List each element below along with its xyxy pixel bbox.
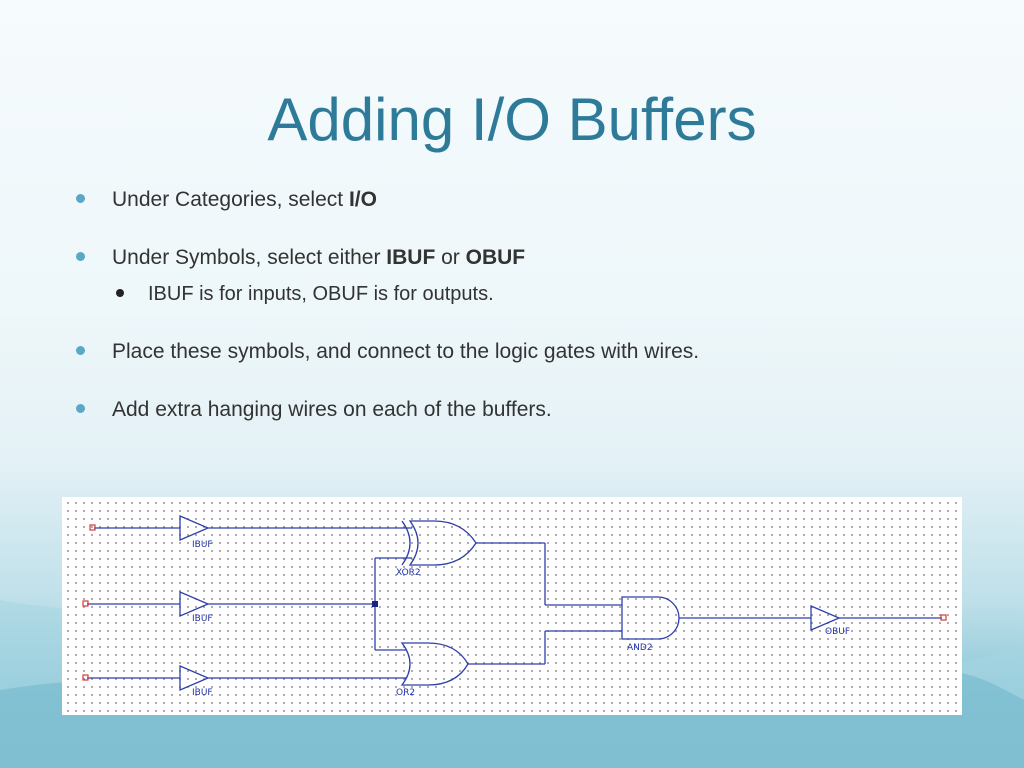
sub-bullet-dot-icon: [116, 289, 124, 297]
sub-bullet-item: IBUF is for inputs, OBUF is for outputs.: [112, 280, 972, 308]
sub-bullet-text: IBUF is for inputs, OBUF is for outputs.: [148, 283, 494, 305]
xor-gate-body[interactable]: [408, 520, 477, 566]
obuf-symbol[interactable]: [810, 605, 841, 631]
xor-label: XOR2: [396, 568, 421, 578]
bullet-text: Place these symbols, and connect to the …: [112, 340, 700, 363]
ibuf-3-symbol[interactable]: [179, 665, 210, 691]
bullet-text: Add extra hanging wires on each of the b…: [112, 398, 552, 421]
input-pin-3[interactable]: [82, 674, 89, 681]
ibuf-2-label: IBUF: [192, 614, 213, 624]
schematic-canvas[interactable]: IBUF IBUF IBUF XOR2 OR2 AND2 OBUF: [62, 497, 962, 715]
ibuf-3-label: IBUF: [192, 688, 213, 698]
bullet-item: Under Categories, select I/O: [72, 186, 972, 214]
bullet-text-mid: or: [435, 246, 466, 269]
output-pin[interactable]: [940, 614, 947, 621]
bullet-bold: I/O: [348, 188, 377, 211]
schematic-drawing: IBUF IBUF IBUF XOR2 OR2 AND2 OBUF: [82, 515, 947, 698]
bullet-list: Under Categories, select I/O Under Symbo…: [72, 186, 972, 454]
bullet-dot-icon: [76, 346, 85, 355]
bullet-dot-icon: [76, 194, 85, 203]
ibuf-1-symbol[interactable]: [179, 515, 210, 541]
bullet-bold: OBUF: [465, 246, 526, 269]
or-label: OR2: [396, 688, 415, 698]
bullet-text: Under Symbols, select either: [112, 246, 387, 269]
bullet-item: Add extra hanging wires on each of the b…: [72, 396, 972, 424]
bullet-text: Under Categories, select: [112, 188, 349, 211]
bullet-bold: IBUF: [386, 246, 436, 269]
bullet-dot-icon: [76, 252, 85, 261]
bullet-item: Under Symbols, select either IBUF or OBU…: [72, 244, 972, 308]
obuf-label: OBUF: [825, 627, 850, 637]
and-gate-body[interactable]: [621, 596, 680, 640]
or-gate-body[interactable]: [400, 642, 469, 686]
bullet-item: Place these symbols, and connect to the …: [72, 338, 972, 366]
slide-title: Adding I/O Buffers: [267, 86, 757, 153]
ibuf-1-label: IBUF: [192, 540, 213, 550]
ibuf-2-symbol[interactable]: [179, 591, 210, 617]
wire-junction: [372, 601, 378, 607]
bullet-dot-icon: [76, 404, 85, 413]
input-pin-1[interactable]: [89, 524, 96, 531]
and-label: AND2: [627, 643, 653, 653]
xor-back-curve: [401, 520, 411, 566]
input-pin-2[interactable]: [82, 600, 89, 607]
